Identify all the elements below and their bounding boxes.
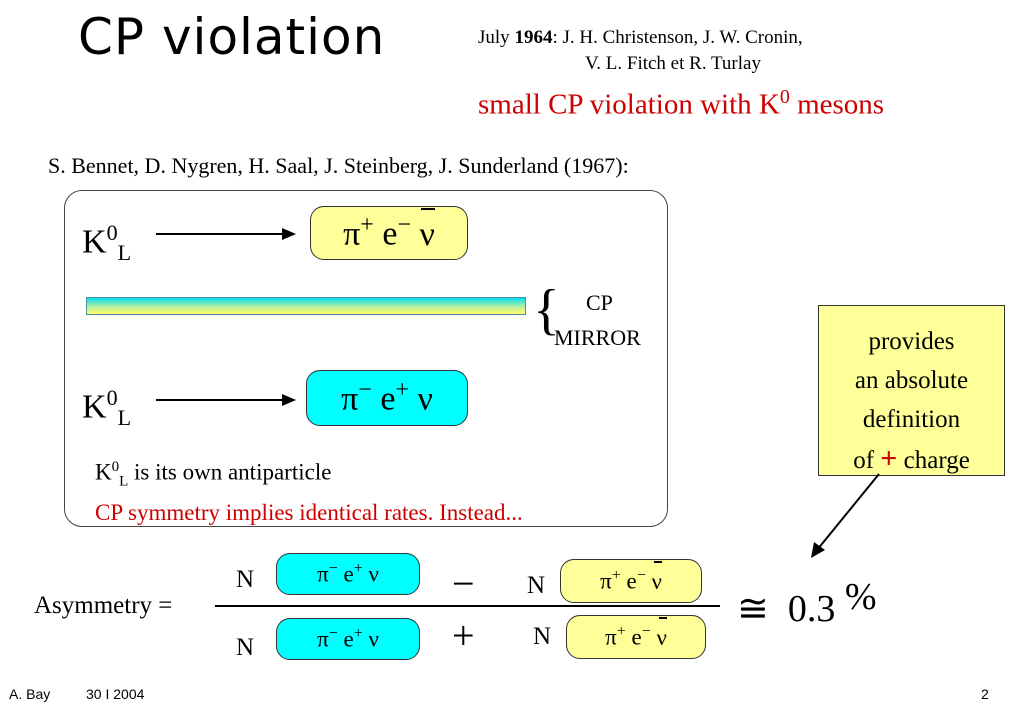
approx-sign: ≅ [737, 588, 769, 630]
def-line-1: provides [868, 328, 955, 355]
denominator-pill-yellow: π+ e− ν [566, 615, 706, 659]
mirror-label-mirror: MIRROR [554, 325, 641, 350]
page-number: 2 [981, 686, 989, 702]
asymmetry-result: ≅ 0.3 % [737, 576, 877, 631]
numerator-pill-yellow: π+ e− ν [560, 559, 702, 603]
decay-arrow-bottom [156, 394, 296, 406]
fraction-line [215, 605, 720, 607]
mirror-label-cp: CP [586, 290, 613, 315]
kl-label-bottom: K0L [82, 385, 132, 431]
numerator-pill-cyan: π− e+ ν [276, 553, 420, 595]
asymmetry-value: 0.3 [787, 588, 836, 630]
numerator-n-2: N [527, 572, 546, 599]
decay-products-top: π+ e− ν [343, 207, 436, 253]
bennet-reference: S. Bennet, D. Nygren, H. Saal, J. Steinb… [48, 153, 629, 178]
def-line-2: an absolute [854, 367, 969, 394]
definition-arrow [811, 473, 880, 558]
decay-pill-bottom: π− e+ ν [306, 370, 468, 426]
cp-mirror-bar [86, 297, 526, 315]
decay-pill-top: π+ e− ν [310, 206, 468, 260]
plus-sign: + [452, 613, 475, 658]
minus-sign: − [452, 561, 475, 606]
decay-arrow-top [156, 228, 296, 240]
percent-sign: % [844, 576, 877, 618]
footer-author: A. Bay [9, 686, 51, 702]
numerator-n-1: N [236, 566, 255, 593]
discovery-statement: small CP violation with K0 mesons [478, 86, 885, 121]
def-line-4: of + charge [853, 442, 970, 475]
denominator-pill-cyan: π− e+ ν [276, 618, 420, 660]
mirror-brace: { [533, 279, 560, 341]
cp-mirror-box [64, 190, 668, 527]
charge-definition-box: provides an absolute definition of + cha… [818, 305, 1005, 476]
antiparticle-note: K0L is its own antiparticle [95, 459, 332, 490]
authors-line-2: V. L. Fitch et R. Turlay [585, 53, 761, 74]
cp-symmetry-note: CP symmetry implies identical rates. Ins… [95, 500, 523, 525]
asymmetry-label: Asymmetry = [34, 592, 173, 619]
def-line-3: definition [862, 406, 961, 433]
decay-products-bottom: π− e+ ν [341, 377, 433, 418]
denominator-n-1: N [236, 634, 255, 661]
kl-label-top: K0L [82, 220, 132, 266]
denominator-n-2: N [533, 623, 552, 650]
slide-title: CP violation [78, 8, 386, 66]
footer-date: 30 I 2004 [86, 686, 145, 702]
authors-line-1: July 1964: J. H. Christenson, J. W. Cron… [478, 27, 803, 48]
